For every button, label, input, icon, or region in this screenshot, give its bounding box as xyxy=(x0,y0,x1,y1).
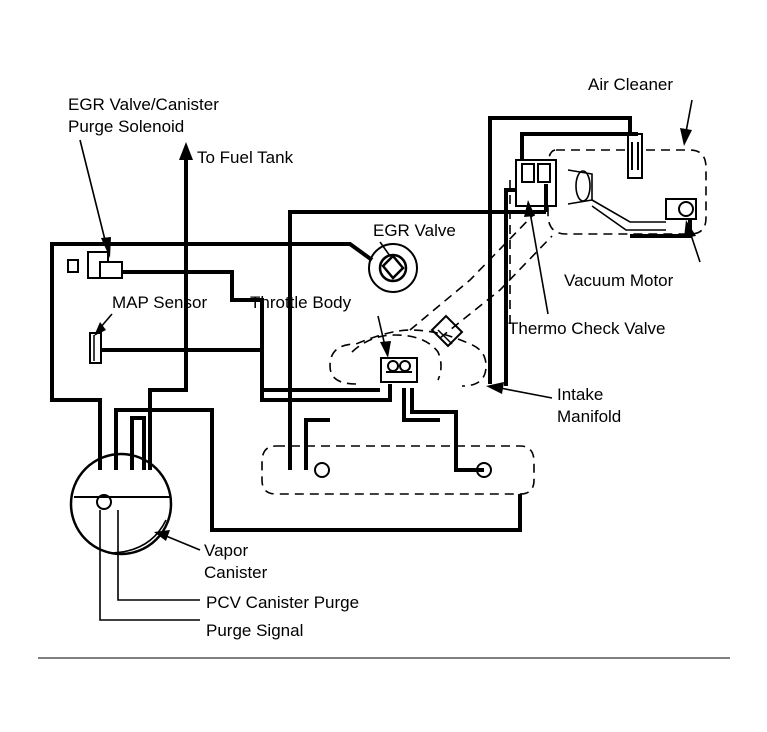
egr-valve xyxy=(368,243,418,293)
label-egr-solenoid-line2: Purge Solenoid xyxy=(68,117,184,136)
label-vacuum-motor: Vacuum Motor xyxy=(564,271,674,290)
label-pcv-canister-purge: PCV Canister Purge xyxy=(206,593,359,612)
label-intake: Intake xyxy=(557,385,603,404)
throttle-body xyxy=(329,211,553,387)
label-manifold: Manifold xyxy=(557,407,621,426)
label-egr-solenoid-line1: EGR Valve/Canister xyxy=(68,95,219,114)
label-egr-valve: EGR Valve xyxy=(373,221,456,240)
pointer-arrows xyxy=(79,99,701,551)
vacuum-motor xyxy=(591,198,697,231)
intake-manifold xyxy=(261,445,535,495)
label-canister: Canister xyxy=(204,563,268,582)
label-vapor: Vapor xyxy=(204,541,248,560)
thermo-check-valve xyxy=(509,159,557,330)
egr-purge-solenoid xyxy=(67,251,123,279)
vapor-canister xyxy=(69,452,173,556)
leader-lines xyxy=(99,510,200,621)
label-thermo-check-valve: Thermo Check Valve xyxy=(508,319,665,338)
vacuum-hoses xyxy=(50,116,692,532)
label-air-cleaner: Air Cleaner xyxy=(588,75,673,94)
label-throttle-body: Throttle Body xyxy=(250,293,352,312)
label-purge-signal: Purge Signal xyxy=(206,621,303,640)
label-to-fuel-tank: To Fuel Tank xyxy=(197,148,294,167)
map-sensor xyxy=(89,332,102,364)
label-map-sensor: MAP Sensor xyxy=(112,293,207,312)
